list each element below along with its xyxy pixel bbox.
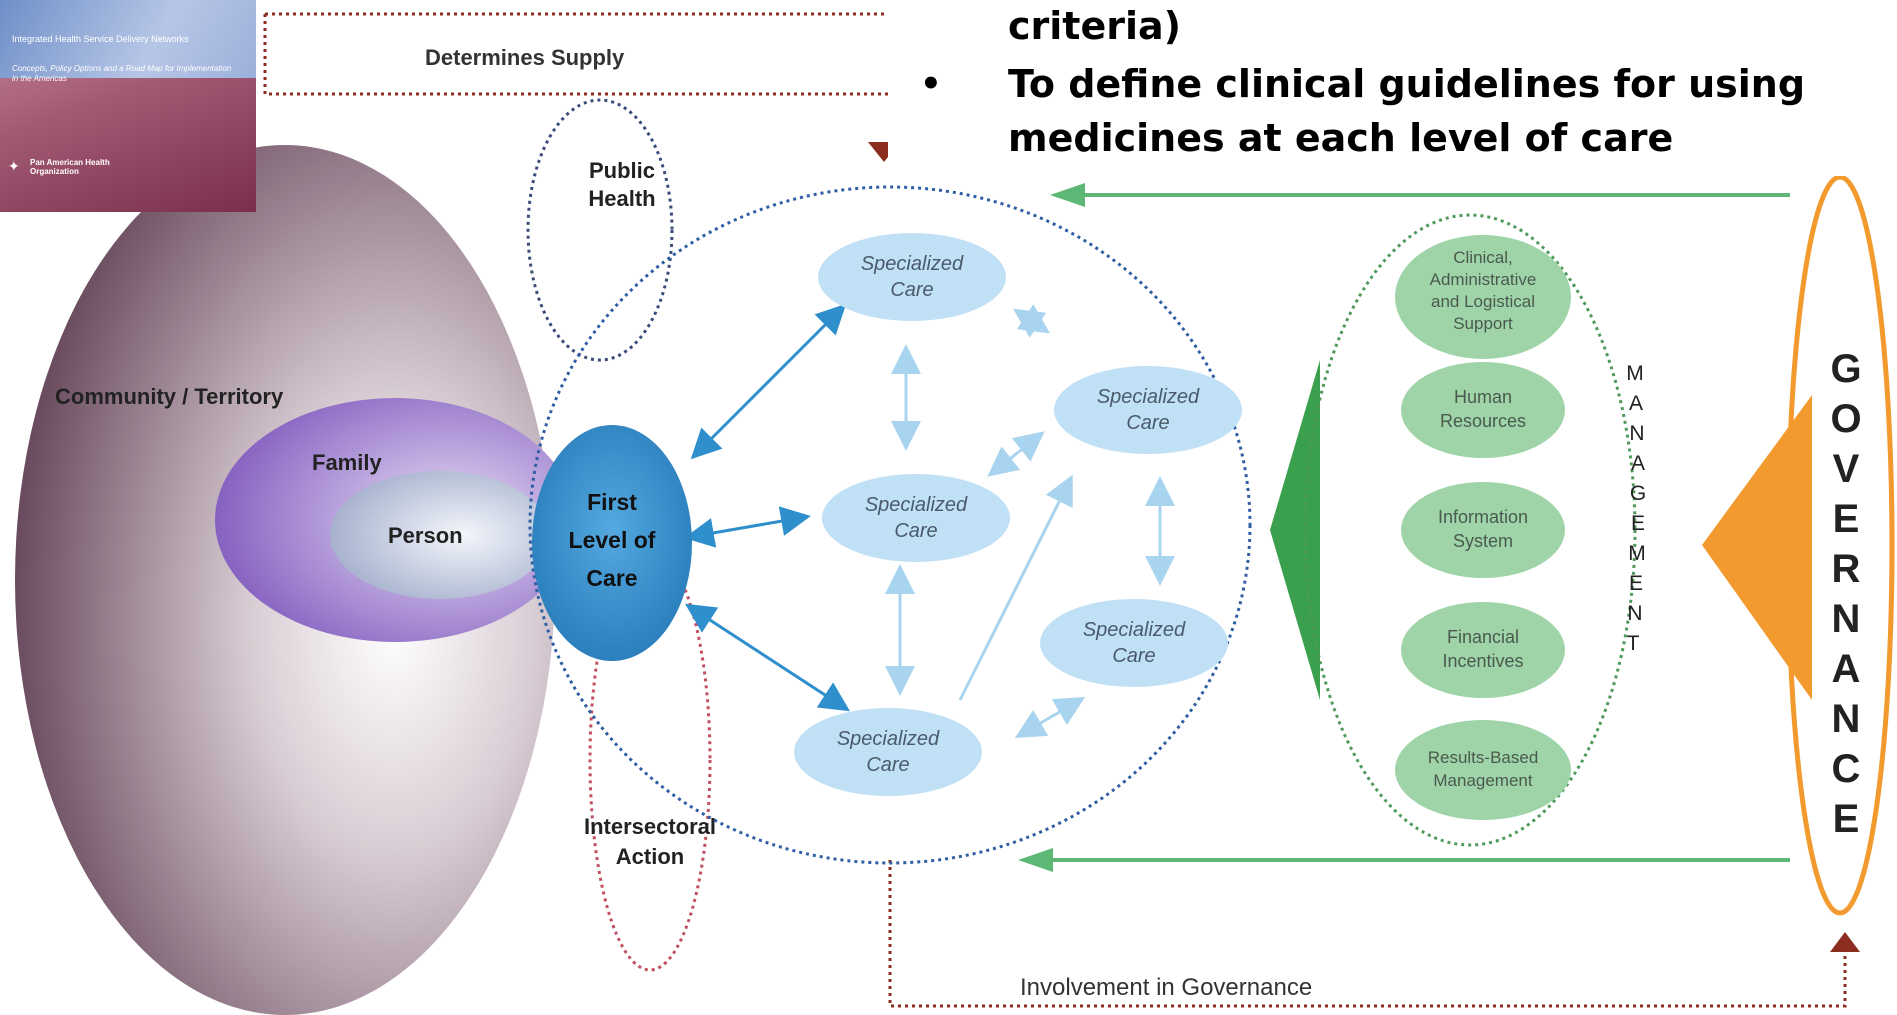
- svg-text:M: M: [1626, 362, 1644, 385]
- svg-text:Management: Management: [1433, 771, 1533, 790]
- svg-text:Specialized: Specialized: [865, 494, 968, 516]
- svg-text:V: V: [1833, 447, 1860, 491]
- specialized-arrows: [885, 304, 1175, 739]
- svg-text:A: A: [1631, 452, 1645, 475]
- first-level-label-3: Care: [586, 565, 637, 591]
- community-label: Community / Territory: [55, 384, 284, 409]
- paho-logo-icon: ✦: [8, 158, 20, 174]
- svg-text:System: System: [1453, 531, 1513, 551]
- book-cover-thumbnail: Integrated Health Service Delivery Netwo…: [0, 0, 256, 212]
- svg-text:Specialized: Specialized: [861, 253, 964, 275]
- svg-text:Care: Care: [890, 279, 933, 301]
- person-ellipse: [330, 471, 550, 599]
- pill-clinical-support: Clinical, Administrative and Logistical …: [1395, 235, 1571, 359]
- person-label: Person: [388, 523, 463, 548]
- specialized-care-2: Specialized Care: [1054, 366, 1242, 454]
- pill-human-resources: Human Resources: [1401, 362, 1565, 458]
- public-health-label-1: Public: [589, 158, 655, 183]
- cover-subtitle: Concepts, Policy Options and a Road Map …: [12, 64, 232, 83]
- svg-text:N: N: [1832, 697, 1861, 741]
- governance-oval: [1785, 174, 1895, 916]
- svg-text:E: E: [1629, 572, 1643, 595]
- governance-wedge: [1702, 395, 1812, 700]
- svg-text:O: O: [1830, 397, 1861, 441]
- first-level-label-2: Level of: [569, 527, 656, 553]
- svg-text:G: G: [1630, 482, 1646, 505]
- svg-text:Incentives: Incentives: [1442, 651, 1523, 671]
- svg-text:and Logistical: and Logistical: [1431, 292, 1535, 311]
- svg-text:Results-Based: Results-Based: [1428, 748, 1539, 767]
- svg-text:Human: Human: [1454, 387, 1512, 407]
- first-level-ellipse: [532, 425, 692, 661]
- svg-text:Specialized: Specialized: [1097, 386, 1200, 408]
- pill-information-system: Information System: [1401, 482, 1565, 578]
- cover-band: [0, 0, 256, 78]
- svg-text:A: A: [1629, 392, 1643, 415]
- svg-text:R: R: [1832, 547, 1861, 591]
- determines-supply-label: Determines Supply: [425, 45, 625, 70]
- svg-text:Clinical,: Clinical,: [1453, 248, 1513, 267]
- svg-text:Financial: Financial: [1447, 627, 1519, 647]
- intersectoral-oval: [588, 548, 712, 972]
- bullet-line-criteria: criteria): [1008, 4, 1182, 48]
- green-bottom-arrow: [1018, 848, 1790, 872]
- svg-text:E: E: [1833, 497, 1860, 541]
- involvement-label: Involvement in Governance: [1020, 974, 1312, 1001]
- pill-financial-incentives: Financial Incentives: [1401, 602, 1565, 698]
- cover-org: Pan American Health Organization: [30, 158, 110, 176]
- governance-vertical-label: G O V E R N A N C E: [1830, 347, 1861, 841]
- svg-text:N: N: [1627, 602, 1642, 625]
- svg-text:Care: Care: [1126, 412, 1169, 434]
- svg-text:Administrative: Administrative: [1430, 270, 1537, 289]
- involvement-loop: Involvement in Governance: [888, 860, 1860, 1008]
- family-label: Family: [312, 450, 382, 475]
- svg-text:Information: Information: [1438, 507, 1528, 527]
- management-vertical-label: M A N A G E M E N T: [1626, 362, 1646, 655]
- determines-supply-loop: Determines Supply: [263, 12, 900, 162]
- first-level-label-1: First: [587, 489, 637, 515]
- svg-text:N: N: [1832, 597, 1861, 641]
- public-health-oval: [526, 98, 674, 362]
- specialized-care-1: Specialized Care: [818, 233, 1006, 321]
- svg-text:Care: Care: [1112, 645, 1155, 667]
- svg-text:N: N: [1629, 422, 1644, 445]
- bullet-dot: •: [920, 64, 942, 104]
- management-wedge: [1270, 360, 1320, 700]
- intersectoral-label-2: Action: [616, 844, 684, 869]
- public-health-label-2: Health: [588, 186, 655, 211]
- bullet-line-1: To define clinical guidelines for using: [1008, 62, 1806, 106]
- specialized-care-4: Specialized Care: [1040, 599, 1228, 687]
- pill-results-based-management: Results-Based Management: [1395, 720, 1571, 820]
- svg-text:E: E: [1833, 797, 1860, 841]
- svg-text:C: C: [1832, 747, 1861, 791]
- svg-text:Care: Care: [866, 754, 909, 776]
- svg-text:A: A: [1832, 647, 1861, 691]
- intersectoral-label-1: Intersectoral: [584, 814, 716, 839]
- specialized-care-5: Specialized Care: [794, 708, 982, 796]
- first-level-arrows: [684, 303, 851, 712]
- specialized-care-3: Specialized Care: [822, 474, 1010, 562]
- involvement-arrowhead: [1830, 932, 1860, 952]
- bullet-line-2: medicines at each level of care: [1008, 116, 1674, 160]
- network-circle: [528, 185, 1252, 865]
- svg-text:G: G: [1830, 347, 1861, 391]
- svg-text:Care: Care: [894, 520, 937, 542]
- svg-text:E: E: [1631, 512, 1645, 535]
- svg-text:Specialized: Specialized: [1083, 619, 1186, 641]
- management-oval: [1303, 213, 1637, 847]
- svg-text:Resources: Resources: [1440, 411, 1526, 431]
- svg-text:Support: Support: [1453, 314, 1513, 333]
- green-top-arrow: [1050, 183, 1790, 207]
- svg-text:T: T: [1627, 632, 1640, 655]
- cover-title: Integrated Health Service Delivery Netwo…: [12, 34, 189, 44]
- svg-text:Specialized: Specialized: [837, 728, 940, 750]
- svg-text:M: M: [1628, 542, 1646, 565]
